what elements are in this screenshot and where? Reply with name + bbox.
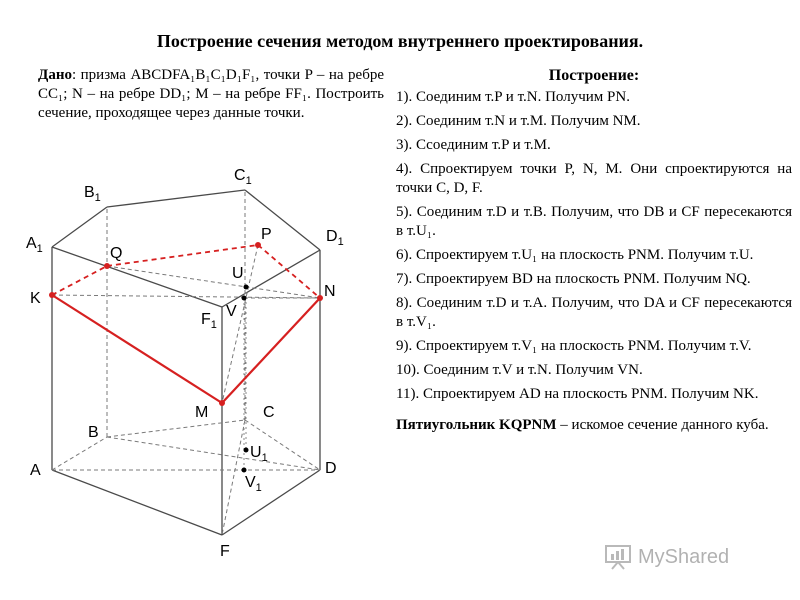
point-Q (104, 263, 110, 269)
step-item: 9). Спроектируем т.V₁ на плоскость PNM. … (396, 338, 752, 354)
label-Q: Q (110, 245, 122, 262)
section-K-Q (51, 265, 108, 296)
edge-B1-C1 (106, 189, 246, 208)
given-text: Дано: призма ABCDFA₁B₁C₁D₁F₁, точки P – … (38, 66, 384, 123)
construction-steps: 1). Соединим т.P и т.N. Получим PN. 2). … (396, 88, 792, 404)
line-B-D (106, 436, 321, 471)
conclusion-rest: – искомое сечение данного куба. (556, 417, 769, 433)
line-P-M (221, 244, 259, 404)
point-M (219, 400, 225, 406)
step-item: 3). Ссоединим т.P и т.M. (396, 137, 551, 153)
point-K (49, 292, 55, 298)
page-title: Построение сечения методом внутреннего п… (156, 31, 644, 51)
label-F: F (220, 543, 230, 560)
conclusion-bold: Пятиугольник KQPNM (396, 417, 557, 433)
line-C-F (221, 419, 246, 536)
step-item: 10). Соединим т.V и т.N. Получим VN. (396, 362, 643, 378)
given-label: Дано (38, 67, 72, 83)
section-K-M (51, 294, 223, 404)
label-M: M (195, 404, 208, 421)
label-V1: V1 (245, 474, 262, 494)
label-A: A (30, 462, 41, 479)
section-Q-P (106, 244, 259, 267)
step-item: 8). Соединим т.D и т.A. Получим, что DA … (396, 295, 792, 330)
step-item: 2). Соединим т.N и т.M. Получим NM. (396, 113, 641, 129)
step-item: 7). Спроектируем BD на плоскость PNM. По… (396, 271, 751, 287)
label-D1: D1 (326, 228, 344, 248)
projection-lines (243, 287, 247, 470)
vertex-labels: A B C D F A1 B1 C1 D1 F1 P N M K Q U V U… (26, 167, 344, 560)
edge-F1-A1 (51, 246, 223, 308)
step-item: 6). Спроектируем т.U₁ на плоскость PNM. … (396, 247, 754, 263)
label-U: U (232, 265, 244, 282)
point-U1 (243, 447, 249, 453)
step-item: 11). Спроектируем AD на плоскость PNM. П… (396, 386, 759, 402)
section-M-N (221, 297, 321, 404)
label-U1: U1 (250, 444, 268, 464)
label-C1: C1 (234, 167, 252, 187)
point-V1 (241, 467, 247, 473)
prism-diagram: A B C D F A1 B1 C1 D1 F1 P N M K Q U V U… (26, 167, 344, 560)
label-C: C (263, 404, 275, 421)
section-P-N (257, 244, 321, 299)
edge-F-D (221, 469, 321, 536)
label-D: D (325, 460, 337, 477)
construction-heading: Построение: (548, 67, 640, 84)
point-U (243, 284, 249, 290)
line-K-N (51, 294, 321, 299)
section-edges (51, 244, 321, 404)
step-item: 4). Спроектируем точки P, N, M. Они спро… (396, 161, 792, 196)
label-P: P (261, 226, 272, 243)
edge-A-F (51, 469, 223, 536)
construction-panel: Построение: 1). Соединим т.P и т.N. Полу… (396, 66, 792, 435)
label-A1: A1 (26, 235, 43, 255)
edge-B-C (106, 419, 246, 438)
point-N (317, 295, 323, 301)
points (49, 242, 323, 473)
edge-A-B (51, 436, 108, 471)
label-V: V (226, 303, 237, 320)
edge-C1-D1 (244, 189, 321, 251)
step-item: 1). Соединим т.P и т.N. Получим PN. (396, 89, 630, 105)
presentation-icon (605, 545, 631, 570)
point-P (255, 242, 261, 248)
label-B1: B1 (84, 184, 101, 204)
watermark-text: MyShared (638, 545, 730, 568)
edge-C-D (244, 419, 321, 471)
conclusion: Пятиугольник KQPNM – искомое сечение дан… (396, 416, 792, 435)
label-F1: F1 (201, 311, 217, 331)
prism-hidden-edges (51, 190, 321, 536)
line-Q-N (106, 265, 321, 299)
point-V (241, 295, 247, 301)
prism-visible-edges (51, 189, 321, 536)
label-N: N (324, 283, 336, 300)
edge-A1-B1 (51, 206, 108, 248)
watermark: MyShared (604, 540, 794, 574)
given-body: : призма ABCDFA₁B₁C₁D₁F₁, точки P – на р… (38, 67, 384, 121)
edge-D1-F1 (221, 249, 321, 308)
step-item: 5). Соединим т.D и т.B. Получим, что DB … (396, 204, 792, 239)
label-K: K (30, 290, 41, 307)
label-B: B (88, 424, 99, 441)
